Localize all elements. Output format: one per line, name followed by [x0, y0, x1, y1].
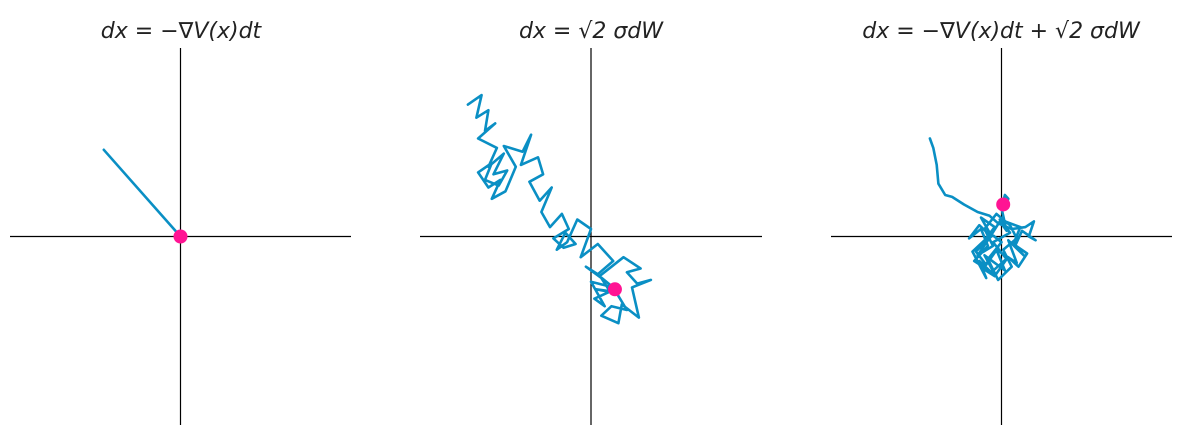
- endpoint-marker: [173, 229, 188, 244]
- endpoint-marker: [607, 282, 622, 297]
- chart-panel-2: dx = √2 σdW: [420, 19, 762, 425]
- chart-panel-1: dx = −∇V(x)dt: [10, 19, 351, 425]
- trajectory-line-1: [102, 148, 182, 238]
- chart-title: dx = −∇V(x)dt + √2 σdW: [862, 19, 1141, 44]
- trajectory-line-1: [466, 93, 653, 325]
- chart-title: dx = −∇V(x)dt: [101, 19, 263, 44]
- chart-panel-3: dx = −∇V(x)dt + √2 σdW: [831, 19, 1172, 425]
- chart-title: dx = √2 σdW: [519, 19, 664, 44]
- endpoint-marker: [996, 197, 1011, 212]
- trajectory-line-1: [928, 137, 1037, 282]
